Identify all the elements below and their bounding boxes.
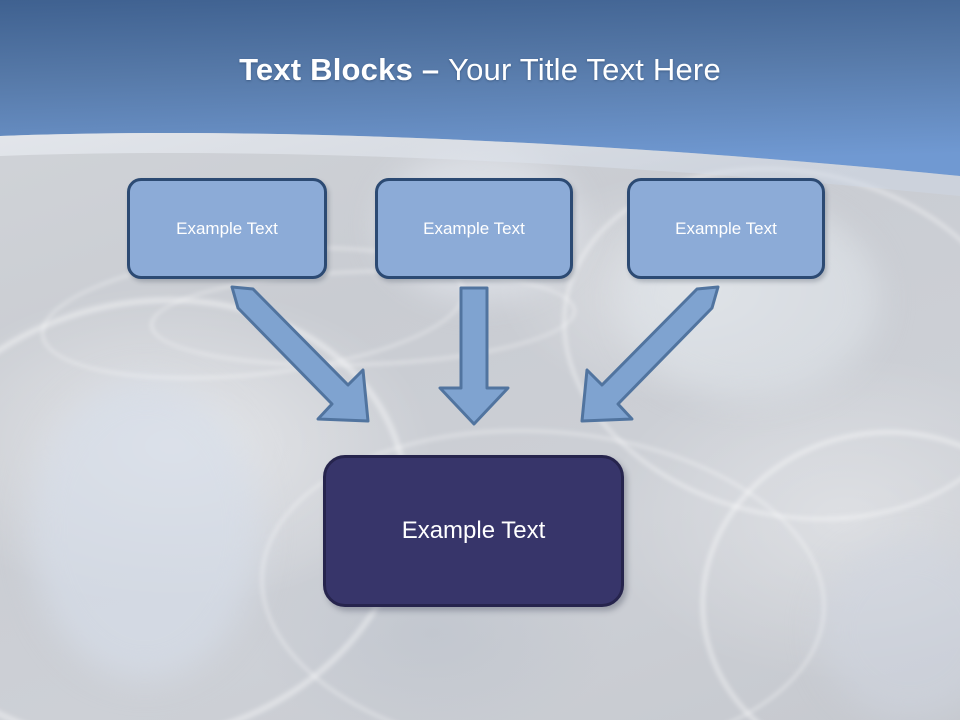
text-block-1-label: Example Text bbox=[176, 218, 278, 238]
page-title-bold: Text Blocks – bbox=[239, 52, 449, 87]
text-block-3-label: Example Text bbox=[675, 218, 777, 238]
text-block-3[interactable]: Example Text bbox=[627, 178, 825, 279]
text-block-2[interactable]: Example Text bbox=[375, 178, 573, 279]
page-title: Text Blocks – Your Title Text Here bbox=[0, 52, 960, 88]
result-text-block[interactable]: Example Text bbox=[323, 455, 624, 607]
header-banner bbox=[0, 0, 960, 200]
result-text-block-label: Example Text bbox=[401, 517, 546, 544]
page-title-regular: Your Title Text Here bbox=[448, 52, 721, 87]
text-block-1[interactable]: Example Text bbox=[127, 178, 327, 279]
background-blob bbox=[820, 540, 960, 720]
background-blob bbox=[30, 380, 260, 680]
text-block-2-label: Example Text bbox=[423, 218, 525, 238]
